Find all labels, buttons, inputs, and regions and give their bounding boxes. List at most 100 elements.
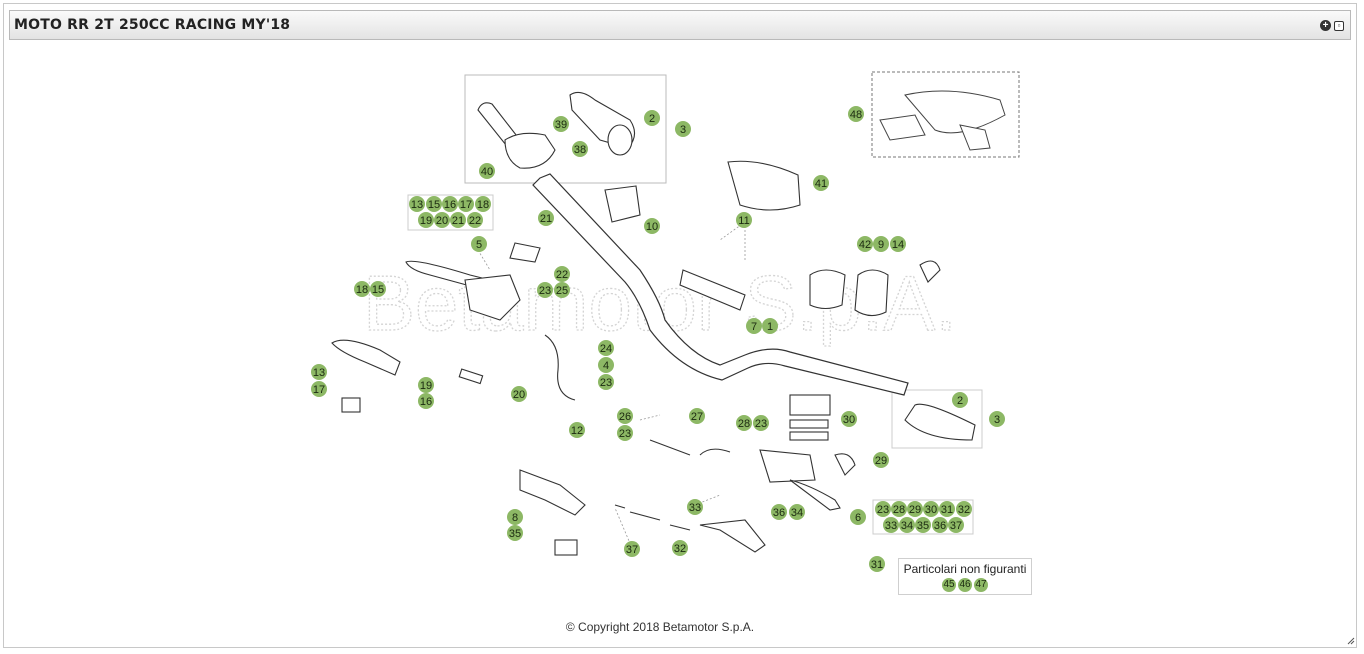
svg-text:33: 33 — [689, 502, 701, 514]
throttle-drawing — [477, 91, 636, 169]
callout-marker[interactable]: 3 — [989, 411, 1005, 427]
switch-drawing — [809, 260, 941, 317]
callout-marker[interactable]: 40 — [479, 163, 495, 179]
callout-marker[interactable]: 37 — [948, 517, 964, 533]
callout-marker[interactable]: 5 — [471, 236, 487, 252]
callout-marker[interactable]: 28 — [891, 501, 907, 517]
callout-marker[interactable]: 48 — [848, 106, 864, 122]
callout-marker[interactable]: 19 — [418, 377, 434, 393]
callout-marker[interactable]: 36 — [771, 504, 787, 520]
callout-marker[interactable]: 8 — [507, 509, 523, 525]
callout-marker[interactable]: 33 — [883, 517, 899, 533]
callout-marker[interactable]: 24 — [598, 340, 614, 356]
callout-marker[interactable]: 42 — [857, 236, 873, 252]
svg-text:35: 35 — [917, 520, 929, 532]
callout-marker[interactable]: 37 — [624, 541, 640, 557]
callout-marker[interactable]: 6 — [850, 509, 866, 525]
callout-marker[interactable]: 38 — [572, 141, 588, 157]
callout-marker[interactable]: 2 — [952, 392, 968, 408]
legend-number[interactable]: 46 — [958, 578, 972, 592]
svg-text:38: 38 — [574, 144, 586, 156]
panel-header: MOTO RR 2T 250CC RACING MY'18 + ▫ — [9, 10, 1351, 40]
svg-text:4: 4 — [603, 360, 609, 372]
callout-marker[interactable]: 29 — [907, 501, 923, 517]
svg-text:15: 15 — [428, 199, 440, 211]
svg-text:2: 2 — [649, 113, 655, 125]
svg-text:42: 42 — [859, 239, 871, 251]
callout-marker[interactable]: 23 — [753, 415, 769, 431]
callout-marker[interactable]: 32 — [956, 501, 972, 517]
callout-marker[interactable]: 20 — [434, 212, 450, 228]
callout-marker[interactable]: 9 — [873, 236, 889, 252]
callout-marker[interactable]: 39 — [553, 116, 569, 132]
callout-marker[interactable]: 11 — [736, 212, 752, 228]
callout-marker[interactable]: 34 — [789, 504, 805, 520]
svg-text:23: 23 — [619, 428, 631, 440]
svg-text:1: 1 — [767, 321, 773, 333]
callout-marker[interactable]: 30 — [923, 501, 939, 517]
svg-text:16: 16 — [444, 199, 456, 211]
callout-marker[interactable]: 2 — [644, 110, 660, 126]
callout-marker[interactable]: 28 — [736, 415, 752, 431]
callout-marker[interactable]: 15 — [370, 281, 386, 297]
callout-marker[interactable]: 15 — [426, 196, 442, 212]
callout-marker[interactable]: 16 — [442, 196, 458, 212]
callout-marker[interactable]: 30 — [841, 411, 857, 427]
callout-marker[interactable]: 33 — [687, 499, 703, 515]
callout-marker[interactable]: 12 — [569, 422, 585, 438]
callout-marker[interactable]: 3 — [675, 121, 691, 137]
callout-marker[interactable]: 41 — [813, 175, 829, 191]
callout-marker[interactable]: 7 — [746, 318, 762, 334]
svg-text:36: 36 — [934, 520, 946, 532]
callout-marker[interactable]: 36 — [932, 517, 948, 533]
callout-marker[interactable]: 17 — [311, 381, 327, 397]
svg-text:19: 19 — [420, 380, 432, 392]
svg-text:17: 17 — [460, 199, 472, 211]
svg-text:10: 10 — [646, 221, 658, 233]
svg-text:18: 18 — [477, 199, 489, 211]
callout-marker[interactable]: 23 — [598, 374, 614, 390]
resize-handle-icon[interactable] — [1347, 637, 1355, 645]
callout-marker[interactable]: 13 — [311, 364, 327, 380]
callout-marker[interactable]: 23 — [617, 425, 633, 441]
callout-marker[interactable]: 18 — [354, 281, 370, 297]
legend-numbers: 45 46 47 — [899, 578, 1031, 592]
callout-marker[interactable]: 35 — [507, 525, 523, 541]
callout-marker[interactable]: 35 — [915, 517, 931, 533]
callout-marker[interactable]: 21 — [450, 212, 466, 228]
copyright-text: © Copyright 2018 Betamotor S.p.A. — [565, 620, 755, 634]
callout-marker[interactable]: 19 — [418, 212, 434, 228]
callout-marker[interactable]: 20 — [511, 386, 527, 402]
callout-marker[interactable]: 31 — [939, 501, 955, 517]
callout-marker[interactable]: 16 — [418, 393, 434, 409]
callout-marker[interactable]: 1 — [762, 318, 778, 334]
callout-marker[interactable]: 17 — [458, 196, 474, 212]
callout-marker[interactable]: 34 — [899, 517, 915, 533]
callout-marker[interactable]: 31 — [869, 556, 885, 572]
svg-text:37: 37 — [626, 544, 638, 556]
callout-marker[interactable]: 29 — [873, 452, 889, 468]
callout-marker[interactable]: 21 — [538, 210, 554, 226]
callout-marker[interactable]: 32 — [672, 540, 688, 556]
callout-marker[interactable]: 23 — [875, 501, 891, 517]
callout-marker[interactable]: 10 — [644, 218, 660, 234]
svg-text:37: 37 — [950, 520, 962, 532]
not-shown-parts-legend: Particolari non figuranti 45 46 47 — [898, 558, 1032, 595]
callout-marker[interactable]: 26 — [617, 408, 633, 424]
svg-text:9: 9 — [878, 239, 884, 251]
callout-marker[interactable]: 23 — [537, 282, 553, 298]
callout-marker[interactable]: 13 — [409, 196, 425, 212]
callout-marker[interactable]: 14 — [890, 236, 906, 252]
svg-text:23: 23 — [600, 377, 612, 389]
popup-window-icon[interactable]: ▫ — [1334, 20, 1344, 31]
legend-number[interactable]: 47 — [974, 578, 988, 592]
callout-marker[interactable]: 22 — [467, 212, 483, 228]
svg-text:36: 36 — [773, 507, 785, 519]
legend-number[interactable]: 45 — [942, 578, 956, 592]
callout-marker[interactable]: 4 — [598, 357, 614, 373]
zoom-in-icon[interactable]: + — [1320, 20, 1331, 31]
callout-marker[interactable]: 27 — [689, 408, 705, 424]
callout-marker[interactable]: 22 — [554, 266, 570, 282]
callout-marker[interactable]: 18 — [475, 196, 491, 212]
callout-marker[interactable]: 25 — [554, 282, 570, 298]
